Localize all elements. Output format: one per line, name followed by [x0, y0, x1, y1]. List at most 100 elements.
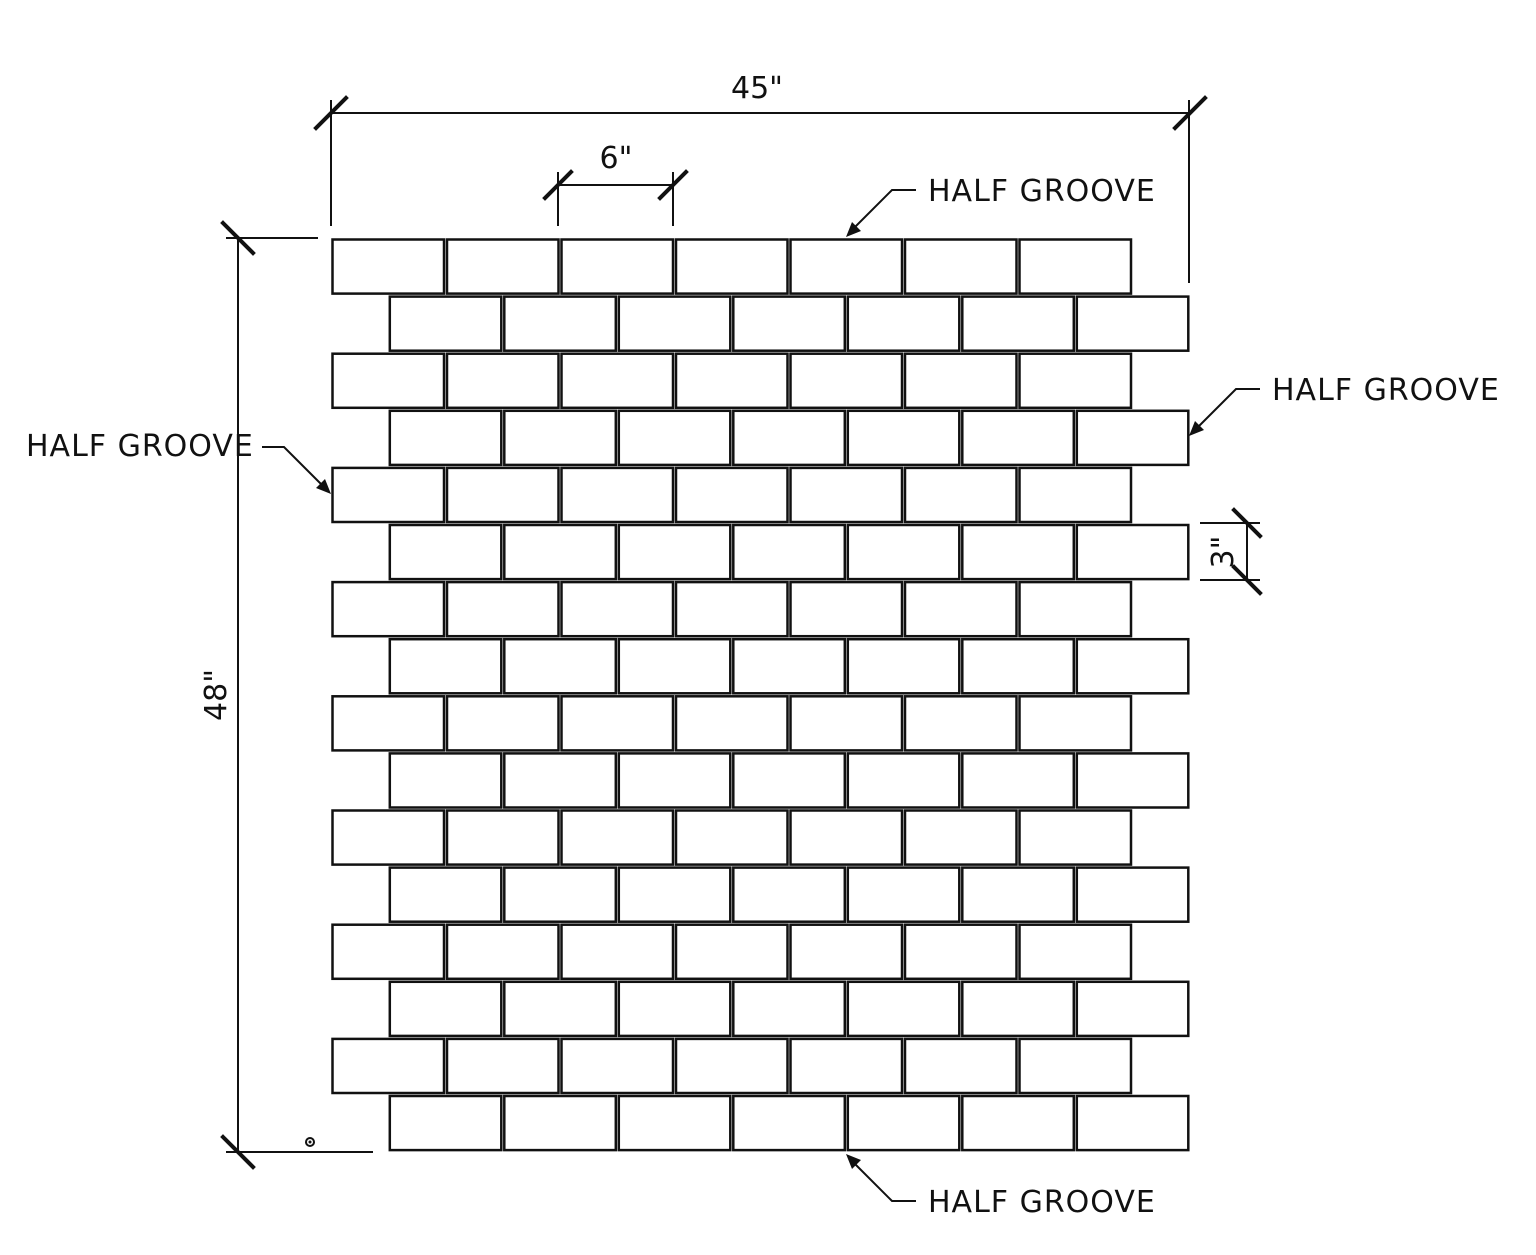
- brick-tile: [846, 637, 961, 695]
- brick-tile: [674, 352, 789, 410]
- brick-tile: [961, 523, 1076, 581]
- brick-tile: [617, 980, 732, 1038]
- brick-tile: [503, 295, 618, 352]
- tile-height-label: 3": [1206, 536, 1241, 569]
- brick-tile: [503, 637, 618, 695]
- callout-left-leader: [262, 446, 327, 490]
- brick-tile: [674, 238, 789, 295]
- brick-tile: [445, 809, 560, 866]
- brick-tile: [388, 1094, 503, 1152]
- tile-height-tick-top: [1231, 507, 1263, 539]
- origin-marker: [305, 1137, 315, 1147]
- brick-tile: [1018, 352, 1133, 410]
- brick-tile: [331, 1037, 446, 1095]
- brick-tile: [789, 809, 904, 866]
- brick-tile: [789, 466, 904, 524]
- brick-tile: [445, 1037, 560, 1095]
- brick-tile: [961, 980, 1076, 1038]
- brick-tile: [617, 523, 732, 581]
- callout-top-label: HALF GROOVE: [928, 174, 1156, 209]
- brick-tile: [560, 466, 675, 524]
- width-tick-left: [313, 95, 349, 131]
- brick-tile: [674, 695, 789, 752]
- brick-tile: [1018, 1037, 1133, 1095]
- callout-left-label: HALF GROOVE: [26, 429, 254, 464]
- brick-tile: [617, 752, 732, 809]
- brick-tile: [1018, 238, 1133, 295]
- callout-right: HALF GROOVE: [1189, 373, 1499, 436]
- brick-tile: [331, 580, 446, 638]
- brick-tile: [846, 752, 961, 809]
- brick-tile: [445, 580, 560, 638]
- brick-tile: [789, 695, 904, 752]
- callout-top-leader: [849, 189, 916, 233]
- brick-tile: [445, 923, 560, 981]
- brick-tile: [732, 752, 847, 809]
- height-dimension: 48": [199, 220, 373, 1170]
- callout-bottom-arrowhead: [846, 1154, 861, 1169]
- brick-tile: [560, 923, 675, 981]
- brick-tile: [961, 866, 1076, 923]
- brick-tile: [674, 580, 789, 638]
- brick-tile: [503, 752, 618, 809]
- brick-tile: [961, 409, 1076, 467]
- callout-bottom-label: HALF GROOVE: [928, 1185, 1156, 1220]
- brick-tile: [732, 1094, 847, 1152]
- callout-top-arrowhead: [846, 222, 861, 237]
- brick-tile: [789, 1037, 904, 1095]
- brick-tile: [617, 409, 732, 467]
- brick-tile: [846, 866, 961, 923]
- tile-width-tick-left: [542, 169, 574, 201]
- brick-tile: [445, 352, 560, 410]
- brick-tile: [674, 809, 789, 866]
- tile-width-label: 6": [600, 141, 633, 176]
- brick-tile: [961, 752, 1076, 809]
- brick-tile: [961, 637, 1076, 695]
- brick-tile: [1075, 295, 1190, 352]
- callout-left: HALF GROOVE: [26, 429, 331, 494]
- brick-tile: [503, 523, 618, 581]
- brick-tile: [1018, 923, 1133, 981]
- brick-tile: [674, 923, 789, 981]
- callout-bottom: HALF GROOVE: [846, 1154, 1156, 1220]
- brick-tile: [560, 1037, 675, 1095]
- brick-tile: [674, 466, 789, 524]
- brick-tile: [1075, 1094, 1190, 1152]
- brick-tile: [617, 866, 732, 923]
- brick-tile: [1018, 695, 1133, 752]
- brick-tile: [732, 980, 847, 1038]
- brick-tile: [903, 352, 1018, 410]
- tile-height-dimension: 3": [1200, 507, 1263, 596]
- brick-tile: [331, 923, 446, 981]
- brick-tile: [331, 352, 446, 410]
- brick-tile-grid: [331, 238, 1190, 1152]
- brick-tile: [445, 466, 560, 524]
- brick-tile: [331, 695, 446, 752]
- tile-width-tick-right: [657, 169, 689, 201]
- brick-tile: [503, 409, 618, 467]
- brick-tile: [560, 580, 675, 638]
- brick-tile: [560, 352, 675, 410]
- brick-tile: [617, 295, 732, 352]
- brick-tile: [560, 238, 675, 295]
- brick-tile: [1018, 466, 1133, 524]
- tile-height-tick-bottom: [1231, 564, 1263, 596]
- brick-tile: [331, 466, 446, 524]
- brick-tile: [732, 523, 847, 581]
- brick-tile: [503, 866, 618, 923]
- brick-tile: [388, 523, 503, 581]
- brick-tile: [617, 1094, 732, 1152]
- brick-tile: [732, 295, 847, 352]
- height-tick-bottom: [220, 1134, 256, 1170]
- brick-tile: [903, 238, 1018, 295]
- brick-tile: [903, 809, 1018, 866]
- brick-tile: [331, 238, 446, 295]
- brick-tile: [445, 238, 560, 295]
- brick-tile: [674, 1037, 789, 1095]
- width-dimension: 45": [313, 71, 1208, 283]
- brick-tile: [789, 238, 904, 295]
- brick-tile: [903, 695, 1018, 752]
- brick-tile: [560, 809, 675, 866]
- brick-tile: [388, 637, 503, 695]
